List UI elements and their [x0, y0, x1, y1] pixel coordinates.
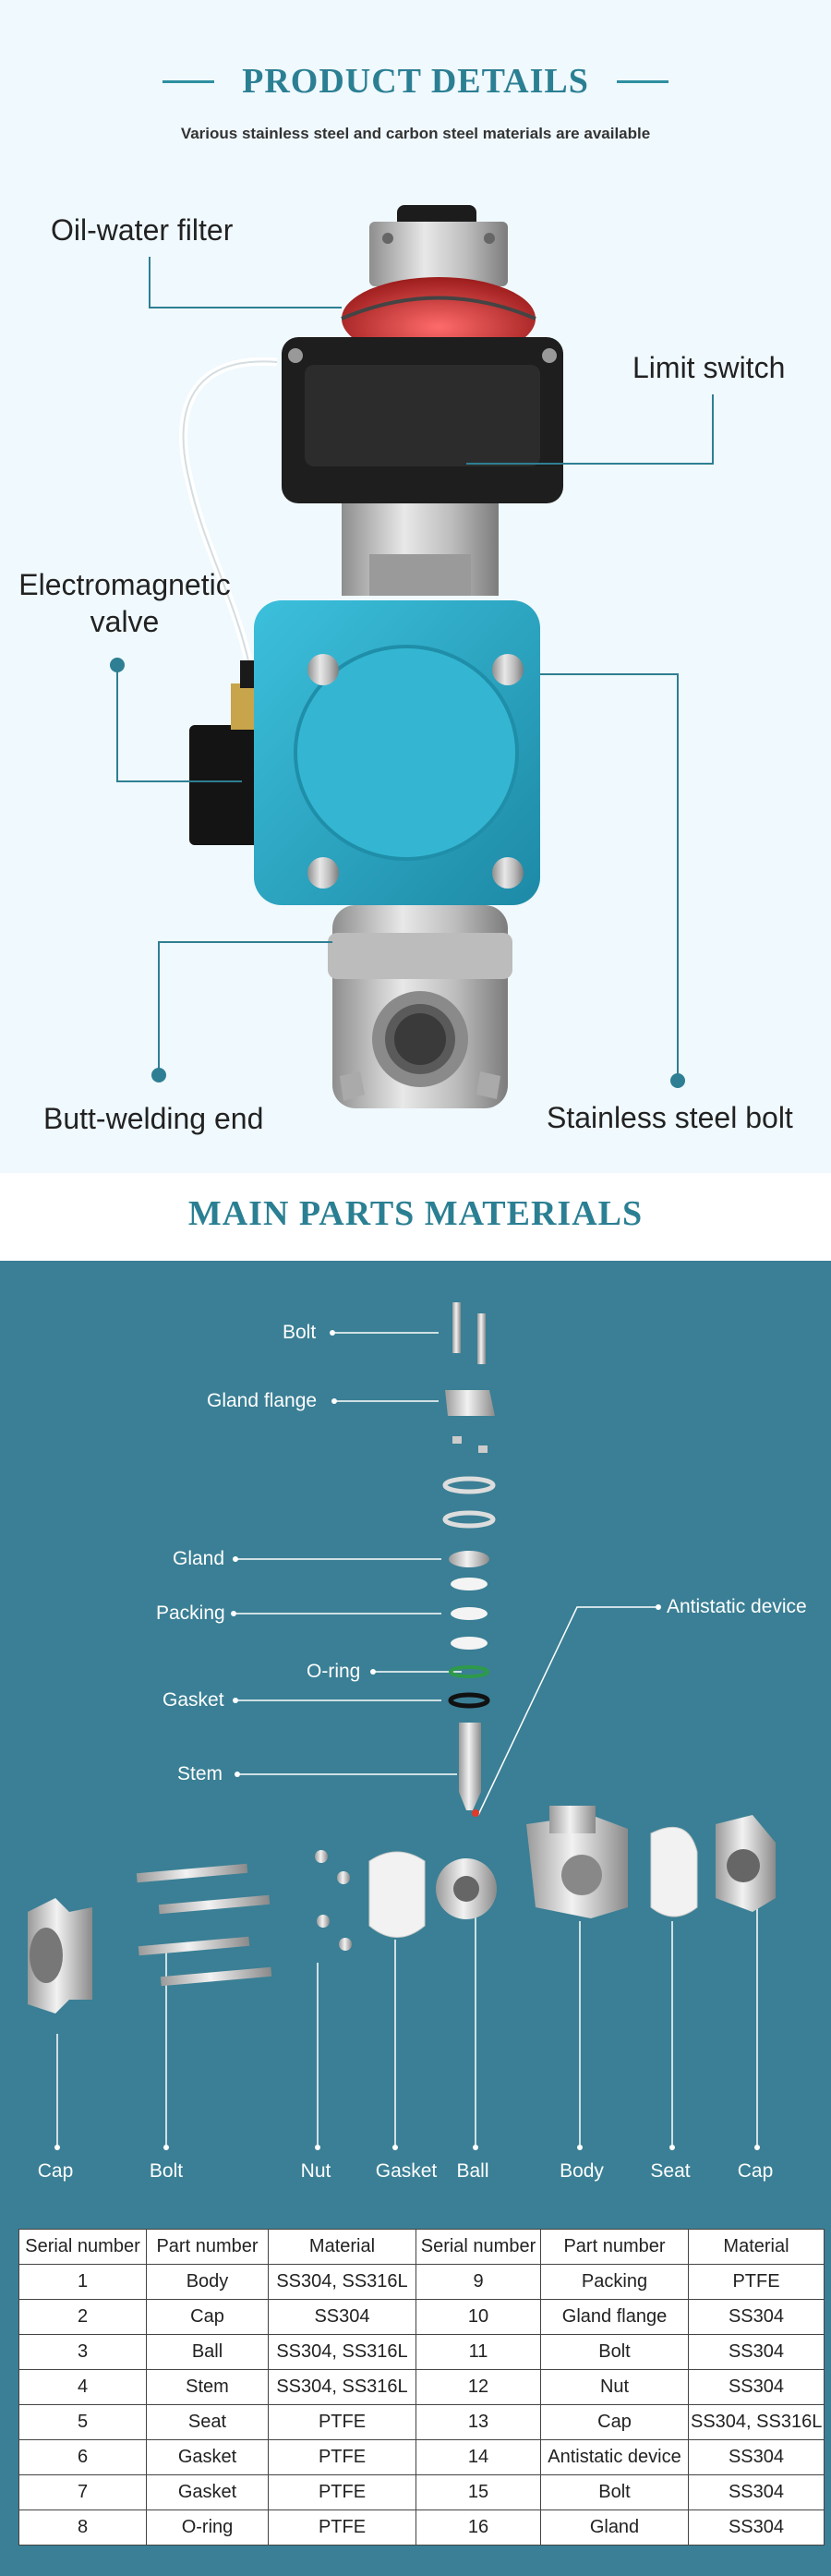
bottom-label-seat: Seat: [650, 2160, 691, 2182]
table-row: 6 Gasket PTFE 14 Antistatic device SS304: [18, 2439, 825, 2475]
part-label-antistatic-device: Antistatic device: [667, 1596, 807, 1617]
table-cell: Packing: [540, 2264, 689, 2300]
solenoid-valve: [189, 725, 272, 845]
header-material-2: Material: [688, 2229, 825, 2265]
part-label-stem: Stem: [177, 1763, 223, 1784]
part-label-gasket: Gasket: [163, 1689, 224, 1711]
table-cell: Seat: [146, 2404, 269, 2440]
table-cell: SS304: [688, 2369, 825, 2405]
table-cell: 13: [416, 2404, 541, 2440]
parts-materials-table: Serial number Part number Material Seria…: [18, 2229, 825, 2546]
table-cell: O-ring: [146, 2509, 269, 2546]
header-part-number: Part number: [146, 2229, 269, 2265]
table-cell: 15: [416, 2474, 541, 2510]
table-cell: 4: [18, 2369, 147, 2405]
part-label-packing: Packing: [156, 1602, 225, 1624]
table-header-row: Serial number Part number Material Seria…: [18, 2229, 825, 2265]
table-cell: Gasket: [146, 2439, 269, 2475]
table-cell: 10: [416, 2299, 541, 2335]
table-cell: 14: [416, 2439, 541, 2475]
header-material: Material: [268, 2229, 416, 2265]
table-cell: SS304: [688, 2474, 825, 2510]
callout-electromagnetic-valve-line2: valve: [90, 605, 160, 638]
table-cell: SS304, SS316L: [688, 2404, 825, 2440]
table-cell: 1: [18, 2264, 147, 2300]
table-cell: SS304: [688, 2334, 825, 2370]
callout-limit-switch: Limit switch: [632, 351, 786, 384]
table-cell: PTFE: [268, 2509, 416, 2546]
table-cell: Ball: [146, 2334, 269, 2370]
table-cell: SS304: [688, 2299, 825, 2335]
callout-electromagnetic-valve-line1: Electromagnetic: [18, 568, 231, 601]
bottom-label-cap-right: Cap: [737, 2160, 774, 2182]
table-row: 7 Gasket PTFE 15 Bolt SS304: [18, 2474, 825, 2510]
bottom-label-ball: Ball: [456, 2160, 489, 2182]
table-cell: 8: [18, 2509, 147, 2546]
callout-electromagnetic-valve: Electromagnetic valve: [14, 566, 235, 640]
table-cell: 16: [416, 2509, 541, 2546]
table-cell: 3: [18, 2334, 147, 2370]
table-cell: PTFE: [688, 2264, 825, 2300]
table-cell: SS304: [268, 2299, 416, 2335]
table-cell: SS304, SS316L: [268, 2264, 416, 2300]
table-cell: Bolt: [540, 2474, 689, 2510]
table-cell: SS304: [688, 2509, 825, 2546]
valve-actuator-illustration: [110, 205, 714, 1108]
bottom-label-gasket: Gasket: [375, 2160, 438, 2182]
table-row: 8 O-ring PTFE 16 Gland SS304: [18, 2509, 825, 2546]
bottom-label-body: Body: [560, 2160, 604, 2182]
bottom-label-nut: Nut: [300, 2160, 331, 2182]
table-row: 4 Stem SS304, SS316L 12 Nut SS304: [18, 2369, 825, 2405]
table-cell: Gland: [540, 2509, 689, 2546]
part-label-gland: Gland: [173, 1548, 225, 1569]
table-cell: PTFE: [268, 2404, 416, 2440]
header-serial-number: Serial number: [18, 2229, 147, 2265]
product-details-title-row: PRODUCT DETAILS: [0, 61, 831, 102]
table-row: 3 Ball SS304, SS316L 11 Bolt SS304: [18, 2334, 825, 2370]
table-cell: SS304, SS316L: [268, 2334, 416, 2370]
table-cell: Bolt: [540, 2334, 689, 2370]
table-cell: 2: [18, 2299, 147, 2335]
header-part-number-2: Part number: [540, 2229, 689, 2265]
main-parts-materials-section: Bolt Gland flange Gland Packing O-ring G…: [0, 1261, 831, 2576]
table-cell: Gasket: [146, 2474, 269, 2510]
table-row: 1 Body SS304, SS316L 9 Packing PTFE: [18, 2264, 825, 2300]
table-cell: SS304: [688, 2439, 825, 2475]
main-parts-materials-header: MAIN PARTS MATERIALS: [0, 1173, 831, 1261]
header-serial-number-2: Serial number: [416, 2229, 541, 2265]
table-row: 5 Seat PTFE 13 Cap SS304, SS316L: [18, 2404, 825, 2440]
exploded-parts-illustration: [28, 1302, 776, 2150]
table-cell: PTFE: [268, 2474, 416, 2510]
table-cell: 9: [416, 2264, 541, 2300]
table-cell: PTFE: [268, 2439, 416, 2475]
table-cell: Nut: [540, 2369, 689, 2405]
part-label-bolt: Bolt: [283, 1322, 317, 1343]
table-cell: Cap: [146, 2299, 269, 2335]
callout-stainless-steel-bolt: Stainless steel bolt: [547, 1101, 793, 1134]
callout-butt-welding-end: Butt-welding end: [43, 1102, 264, 1135]
part-label-o-ring: O-ring: [307, 1661, 361, 1682]
table-cell: 7: [18, 2474, 147, 2510]
title-dash-left: [163, 79, 215, 83]
table-cell: Antistatic device: [540, 2439, 689, 2475]
table-cell: Cap: [540, 2404, 689, 2440]
part-label-gland-flange: Gland flange: [207, 1390, 318, 1411]
bottom-label-bolt: Bolt: [149, 2160, 184, 2182]
product-details-subtitle: Various stainless steel and carbon steel…: [180, 125, 651, 142]
table-cell: Gland flange: [540, 2299, 689, 2335]
title-dash-right: [616, 79, 668, 83]
main-parts-materials-title: MAIN PARTS MATERIALS: [187, 1194, 644, 1233]
table-cell: Stem: [146, 2369, 269, 2405]
table-cell: 12: [416, 2369, 541, 2405]
table-cell: 5: [18, 2404, 147, 2440]
product-details-title: PRODUCT DETAILS: [242, 62, 589, 101]
bottom-label-cap-left: Cap: [37, 2160, 74, 2182]
table-cell: 11: [416, 2334, 541, 2370]
product-details-section: PRODUCT DETAILS Various stainless steel …: [0, 0, 831, 1173]
table-row: 2 Cap SS304 10 Gland flange SS304: [18, 2299, 825, 2335]
table-cell: 6: [18, 2439, 147, 2475]
table-cell: SS304, SS316L: [268, 2369, 416, 2405]
callout-oil-water-filter: Oil-water filter: [51, 213, 234, 247]
table-cell: Body: [146, 2264, 269, 2300]
